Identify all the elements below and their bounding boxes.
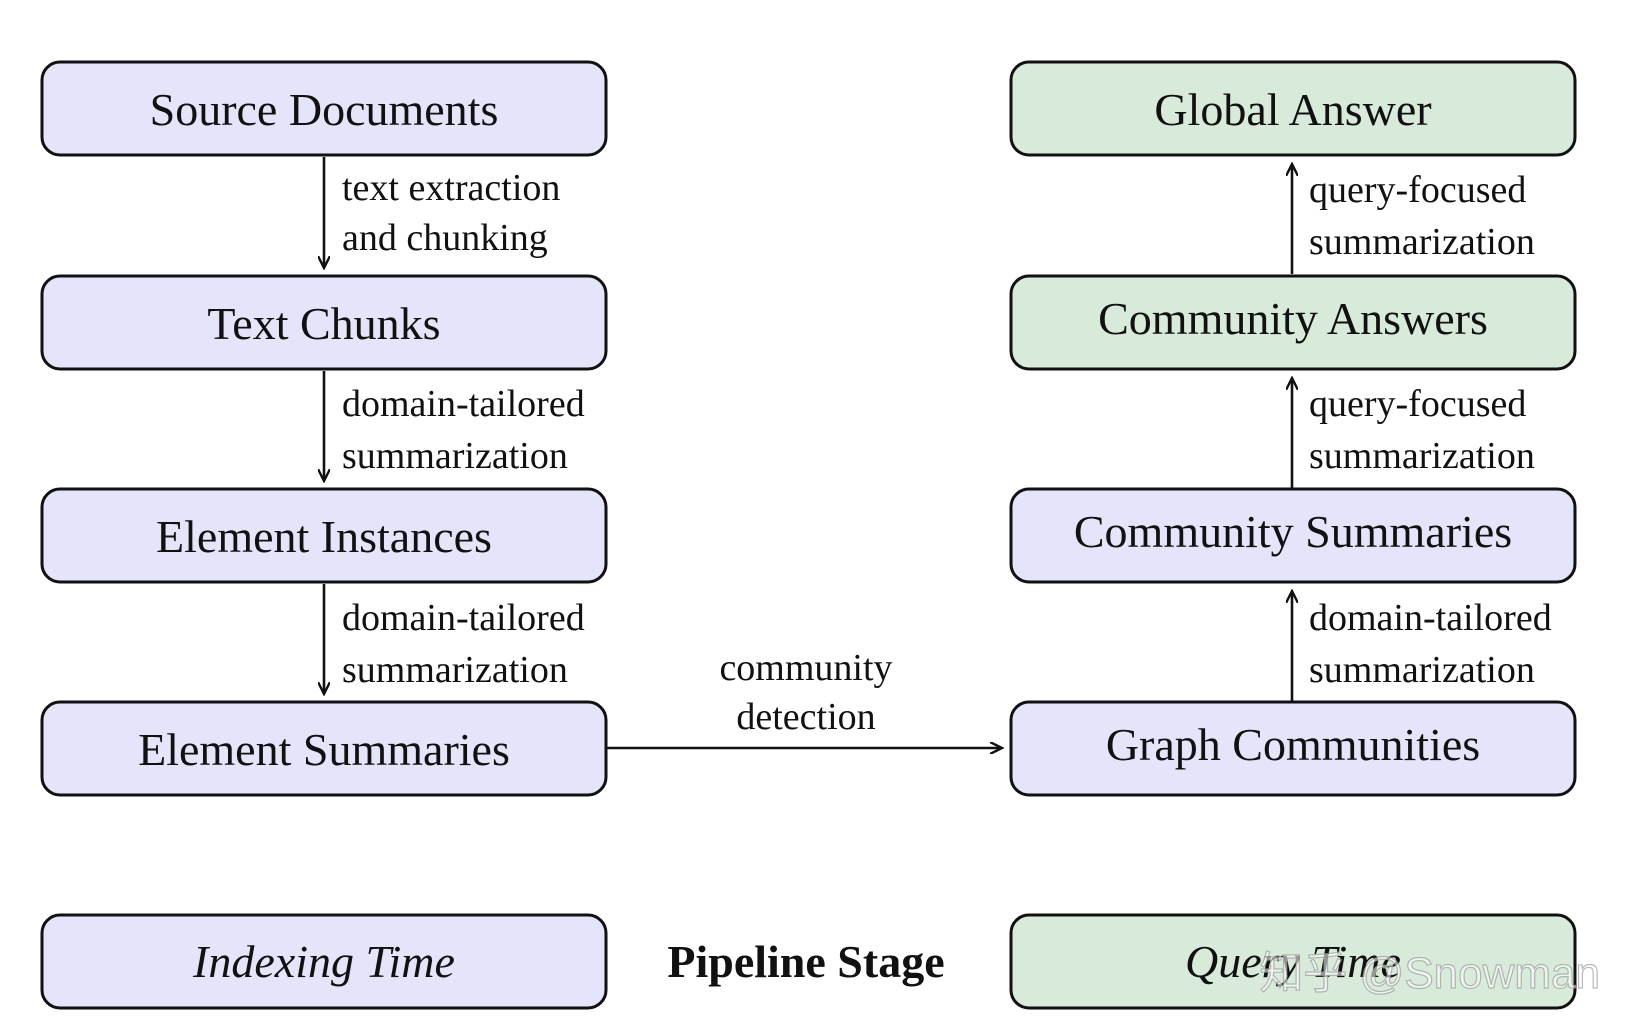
node-element-instances: Element Instances xyxy=(40,487,608,584)
edge-source-to-chunks: text extraction and chunking xyxy=(324,157,560,268)
edge-community-summaries-to-answers: query-focused summarization xyxy=(1292,378,1535,488)
edge-answers-to-global: query-focused summarization xyxy=(1292,164,1535,274)
edge-communities-to-community-summaries-label-line2: summarization xyxy=(1309,649,1535,691)
edge-answers-to-global-label-line2: summarization xyxy=(1309,221,1535,263)
legend-indexing-time: Indexing Time xyxy=(40,913,608,1010)
node-global-answer: Global Answer xyxy=(1009,60,1577,157)
node-text-chunks-label: Text Chunks xyxy=(207,298,440,349)
node-global-answer-label: Global Answer xyxy=(1154,84,1431,135)
edge-instances-to-summaries-label-line2: summarization xyxy=(342,649,568,691)
edge-instances-to-summaries-label-line1: domain-tailored xyxy=(342,597,585,639)
edge-summaries-to-communities-label-line1: community xyxy=(719,647,892,689)
node-element-summaries: Element Summaries xyxy=(40,700,608,797)
edge-community-summaries-to-answers-label-line2: summarization xyxy=(1309,435,1535,477)
node-element-instances-label: Element Instances xyxy=(156,511,492,562)
edge-communities-to-community-summaries: domain-tailored summarization xyxy=(1292,591,1552,701)
edge-instances-to-summaries: domain-tailored summarization xyxy=(324,584,585,694)
edge-chunks-to-instances: domain-tailored summarization xyxy=(324,371,585,481)
legend-indexing-time-label: Indexing Time xyxy=(192,936,455,987)
node-text-chunks: Text Chunks xyxy=(40,274,608,371)
node-graph-communities: Graph Communities xyxy=(1009,700,1577,797)
node-community-answers-label: Community Answers xyxy=(1098,293,1488,344)
edge-source-to-chunks-label-line2: and chunking xyxy=(342,217,548,259)
node-community-answers: Community Answers xyxy=(1009,274,1577,371)
node-community-summaries: Community Summaries xyxy=(1009,487,1577,584)
node-element-summaries-label: Element Summaries xyxy=(138,724,510,775)
node-graph-communities-label: Graph Communities xyxy=(1106,719,1480,770)
edge-community-summaries-to-answers-label-line1: query-focused xyxy=(1309,383,1526,425)
edge-summaries-to-communities-label-line2: detection xyxy=(736,696,875,738)
edge-communities-to-community-summaries-label-line1: domain-tailored xyxy=(1309,597,1552,639)
node-source-documents-label: Source Documents xyxy=(150,84,499,135)
legend-pipeline-stage-title: Pipeline Stage xyxy=(667,936,944,987)
edge-chunks-to-instances-label-line2: summarization xyxy=(342,435,568,477)
edge-source-to-chunks-label-line1: text extraction xyxy=(342,167,560,209)
node-source-documents: Source Documents xyxy=(40,60,608,157)
node-community-summaries-label: Community Summaries xyxy=(1074,506,1512,557)
edge-summaries-to-communities: community detection xyxy=(607,647,1002,748)
edge-answers-to-global-label-line1: query-focused xyxy=(1309,169,1526,211)
watermark-text: 知乎 @Snowman xyxy=(1259,949,1600,998)
legend-query-time: Query Time xyxy=(1009,913,1577,1010)
legend-query-time-label: Query Time xyxy=(1185,936,1401,987)
edge-chunks-to-instances-label-line1: domain-tailored xyxy=(342,383,585,425)
